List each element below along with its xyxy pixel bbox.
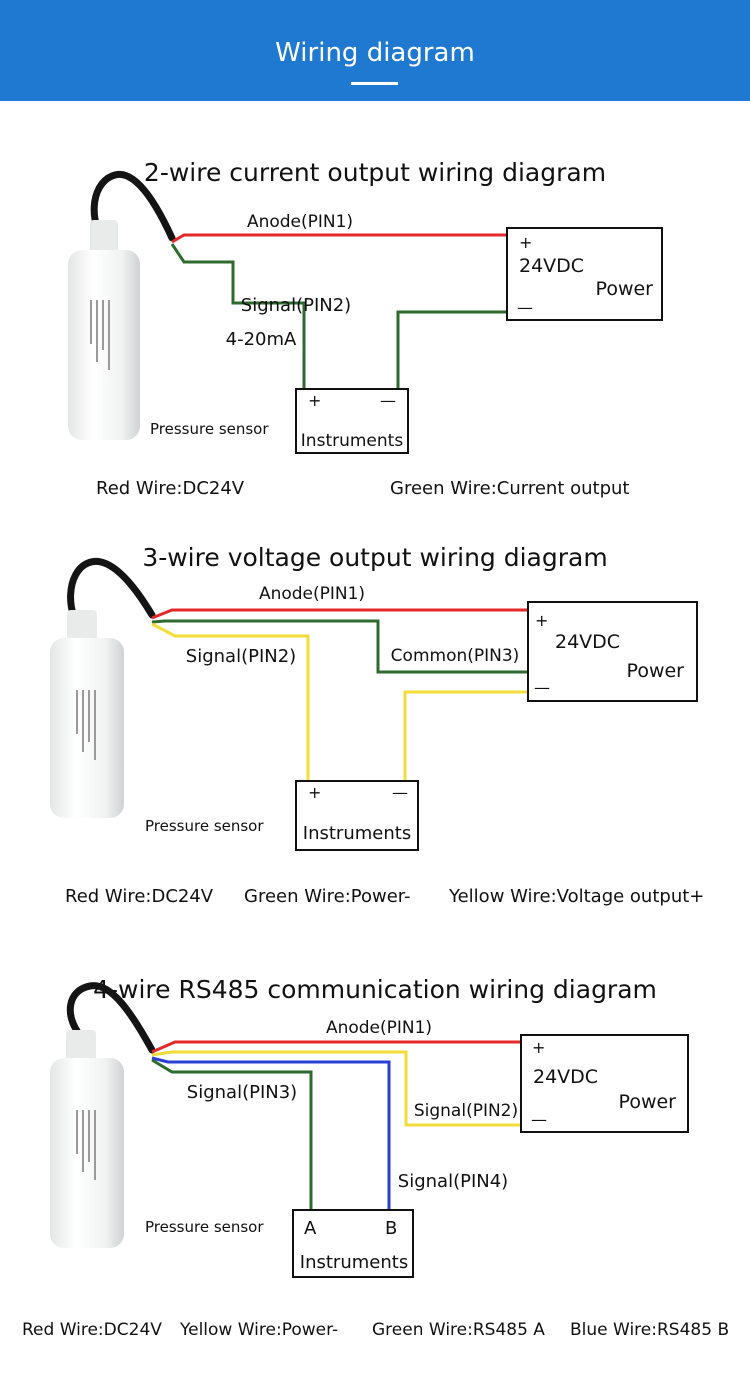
instruments-left-3: A: [304, 1218, 317, 1239]
instruments-name-1: Instruments: [301, 431, 404, 451]
red-wire-2: [151, 608, 528, 620]
instruments-right-1: —: [380, 391, 396, 410]
instruments-box-2: [295, 780, 419, 851]
yellow-wire-3: [151, 1050, 521, 1127]
green-wire-return-1: [396, 310, 507, 390]
label-signal-2: Signal(PIN2): [186, 646, 296, 667]
legend-yellow-wire-3: Yellow Wire:Power-: [180, 1320, 339, 1340]
instruments-left-2: +: [308, 783, 321, 802]
green-wire-3: [151, 1058, 313, 1210]
legend-red-wire-2: Red Wire:DC24V: [65, 886, 214, 907]
power-voltage-3: 24VDC: [533, 1066, 598, 1088]
blue-wire-3: [151, 1056, 391, 1210]
title-underline: [351, 82, 398, 85]
page-title: Wiring diagram: [275, 38, 475, 68]
legend-yellow-wire-2: Yellow Wire:Voltage output+: [449, 886, 705, 907]
sensor-label-2: Pressure sensor: [145, 817, 264, 835]
power-box-1: [506, 227, 663, 321]
green-wire-2: [151, 619, 528, 674]
label-signal-1: Signal(PIN2): [241, 295, 351, 316]
legend-green-wire-1: Green Wire:Current output: [390, 478, 630, 499]
power-minus-1: —: [517, 298, 533, 317]
red-wire-1: [171, 233, 507, 244]
legend-green-wire-3: Green Wire:RS485 A: [372, 1320, 545, 1340]
power-minus-2: —: [534, 678, 550, 697]
power-box-3: [520, 1034, 689, 1133]
power-plus-2: +: [535, 611, 548, 630]
label-anode-3: Anode(PIN1): [326, 1018, 432, 1038]
instruments-box-3: [292, 1209, 414, 1278]
diagram-1-title: 2-wire current output wiring diagram: [143, 158, 607, 187]
power-name-2: Power: [627, 660, 685, 682]
power-box-2: [527, 601, 698, 702]
yellow-wire-signal-2: [151, 622, 310, 782]
pressure-sensor-1: [68, 171, 176, 440]
label-current-1: 4-20mA: [226, 329, 297, 350]
diagram-3: Anode(PIN1) Signal(PIN2) Signal(PIN3) Si…: [50, 982, 689, 1278]
label-signal4-3: Signal(PIN4): [398, 1171, 508, 1192]
label-signal2-3: Signal(PIN2): [414, 1101, 518, 1121]
legend-blue-wire-3: Blue Wire:RS485 B: [570, 1320, 730, 1340]
page-header: Wiring diagram: [0, 0, 750, 101]
instruments-right-3: B: [385, 1218, 397, 1239]
instruments-box-1: [295, 388, 409, 454]
legend-red-wire-3: Red Wire:DC24V: [22, 1320, 162, 1340]
label-anode-1: Anode(PIN1): [247, 212, 353, 232]
pressure-sensor-3: [50, 982, 156, 1248]
power-voltage-1: 24VDC: [519, 255, 584, 277]
power-minus-3: —: [531, 1110, 547, 1129]
sensor-label-3: Pressure sensor: [145, 1218, 264, 1236]
diagram-2: Anode(PIN1) Signal(PIN2) Common(PIN3) + …: [50, 558, 698, 851]
instruments-left-1: +: [308, 391, 321, 410]
instruments-name-3: Instruments: [300, 1252, 408, 1273]
red-wire-3: [151, 1040, 521, 1054]
power-voltage-2: 24VDC: [555, 631, 620, 653]
diagram-1: Anode(PIN1) Signal(PIN2) 4-20mA + 24VDC …: [68, 171, 663, 454]
power-name-1: Power: [596, 278, 654, 300]
legend-green-wire-2: Green Wire:Power-: [244, 886, 411, 907]
legend-red-wire-1: Red Wire:DC24V: [96, 478, 245, 499]
green-wire-signal-1: [170, 243, 306, 390]
instruments-name-2: Instruments: [303, 823, 411, 844]
instruments-right-2: —: [392, 783, 408, 802]
label-common-2: Common(PIN3): [391, 646, 520, 666]
label-signal3-3: Signal(PIN3): [187, 1082, 297, 1103]
power-plus-1: +: [519, 233, 532, 252]
yellow-wire-return-2: [403, 690, 528, 782]
power-name-3: Power: [619, 1091, 677, 1113]
diagram-3-title: 4-wire RS485 communication wiring diagra…: [93, 975, 657, 1004]
power-plus-3: +: [532, 1038, 545, 1057]
label-anode-2: Anode(PIN1): [259, 584, 365, 604]
sensor-label-1: Pressure sensor: [150, 420, 269, 438]
diagram-2-title: 3-wire voltage output wiring diagram: [142, 543, 608, 572]
pressure-sensor-2: [50, 558, 156, 818]
